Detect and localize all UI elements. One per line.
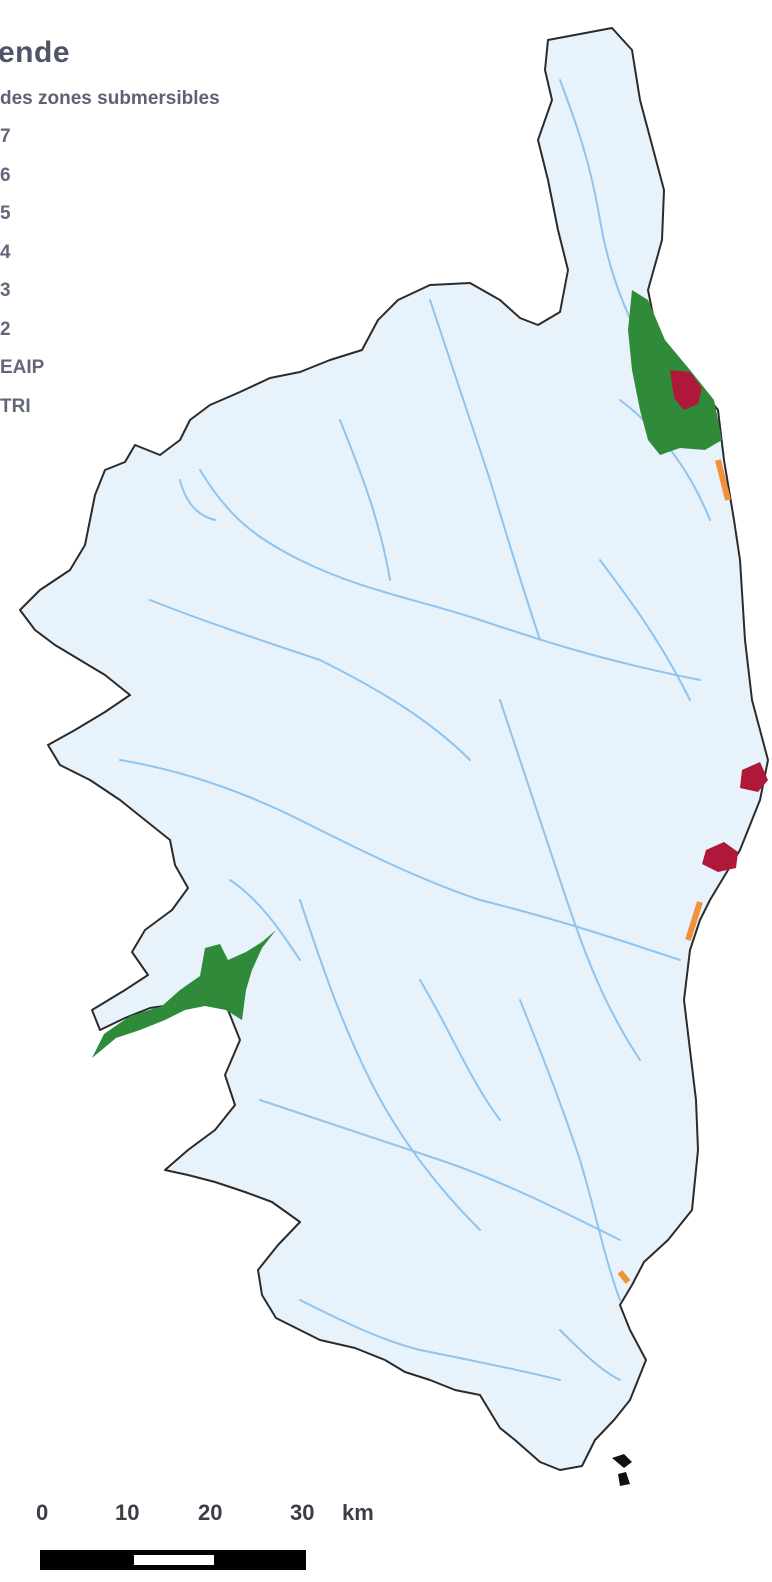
legend-item: 5 [0, 195, 380, 234]
scale-label-10: 10 [115, 1500, 140, 1525]
flood-zone-east-1 [740, 762, 768, 792]
scale-labels: 0 10 20 30 km [0, 1500, 420, 1540]
legend-item: EAIP [0, 349, 380, 388]
tri-zone-west [92, 930, 276, 1058]
scale-bar-segment [134, 1555, 214, 1565]
legend-item-label: EAIP [0, 357, 45, 378]
small-island-2 [618, 1472, 630, 1486]
legend-item: TRI [0, 388, 380, 427]
island-shape [19, 27, 769, 1471]
legend-item-label: TRI [0, 395, 31, 417]
scale-label-0: 0 [36, 1500, 49, 1525]
scale-bar [40, 1550, 306, 1570]
legend-title: ende [0, 36, 71, 69]
legend-item: 4 [0, 234, 380, 273]
scale-label-20: 20 [198, 1500, 223, 1525]
legend-item-label: 6 [0, 164, 11, 186]
map-legend: ende des zones submersibles 7 6 5 4 3 2 … [0, 36, 380, 426]
small-island-1 [612, 1454, 632, 1468]
legend-item: 2 [0, 311, 380, 350]
legend-item-label: 2 [0, 318, 11, 340]
flood-zone-north-east [670, 370, 702, 410]
small-islands [612, 1454, 632, 1486]
legend-item-label: 7 [0, 126, 11, 147]
legend-item-label: 4 [0, 241, 11, 263]
legend-item-label: 5 [0, 203, 11, 224]
legend-item: 7 [0, 118, 380, 157]
legend-item-label: 3 [0, 280, 11, 301]
legend-subtitle: des zones submersibles [0, 88, 220, 109]
scale-label-30: 30 [290, 1500, 315, 1525]
legend-items: 7 6 5 4 3 2 EAIP TRI [0, 118, 380, 426]
river-network [119, 79, 711, 1381]
legend-item: 6 [0, 157, 380, 196]
scale-unit: km [342, 1500, 374, 1525]
legend-item: 3 [0, 272, 380, 311]
flood-zones [617, 370, 768, 1284]
island-landmass [19, 27, 769, 1471]
flood-zone-coast-orange [617, 459, 731, 1284]
flood-zone-east-2 [702, 842, 738, 872]
